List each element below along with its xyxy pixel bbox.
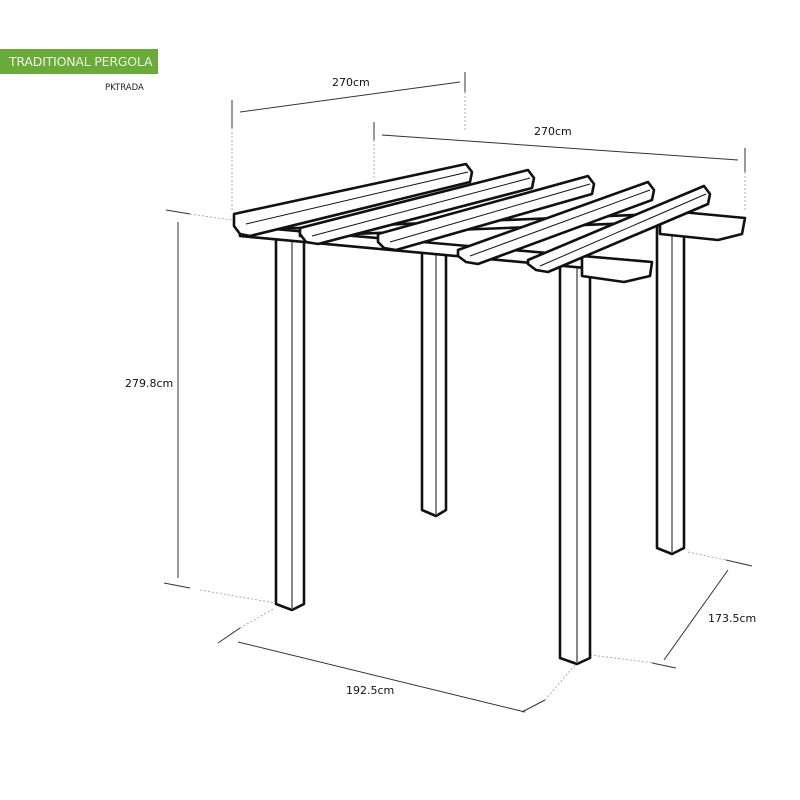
dimension-lines	[163, 72, 753, 713]
extension-lines	[189, 92, 746, 701]
product-title-banner: TRADITIONAL PERGOLA	[0, 49, 158, 74]
dimension-base-width: 192.5cm	[346, 684, 395, 697]
product-code: PKTRADA	[105, 83, 144, 93]
dimension-top-back-width: 270cm	[332, 76, 370, 89]
dimension-top-side-depth: 270cm	[534, 125, 572, 138]
dimension-base-depth: 173.5cm	[708, 612, 757, 625]
rafters	[232, 162, 712, 274]
dimension-height: 279.8cm	[125, 377, 174, 390]
posts	[274, 220, 686, 666]
